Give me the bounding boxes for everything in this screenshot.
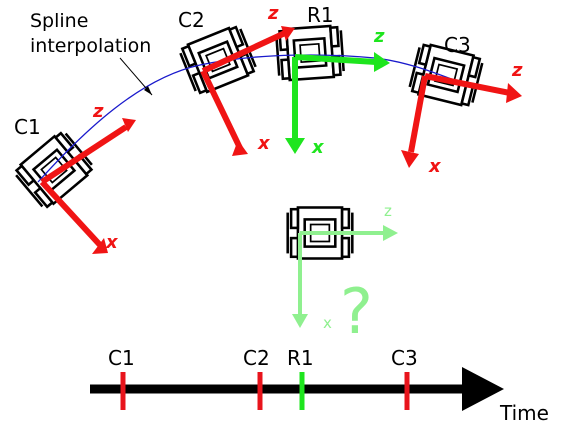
label-c1: C1: [14, 115, 41, 139]
timeline-label-c1: C1: [108, 346, 135, 370]
timeline-label-c3: C3: [391, 346, 418, 370]
timeline-label-c2: C2: [243, 346, 270, 370]
axis-label-c2-z: z: [267, 3, 279, 24]
axis-label-r1-z: z: [373, 26, 385, 47]
label-c2: C2: [178, 8, 205, 32]
frame-c2: [200, 26, 295, 156]
label-c3: C3: [444, 33, 471, 57]
axis-label-query-z: z: [384, 202, 392, 220]
timeline-arrowhead: [462, 367, 504, 411]
axis-label-c3-x: x: [428, 156, 442, 177]
frame-r1: [285, 52, 390, 154]
annotation-arrowhead: [144, 86, 152, 95]
spline-annotation-line2: interpolation: [30, 35, 151, 57]
axis-label-r1-x: x: [311, 137, 325, 158]
timeline-label-r1: R1: [287, 346, 314, 370]
axis-label-query-x: x: [323, 314, 332, 332]
robot-c2: [177, 22, 259, 98]
frame-query: [292, 225, 398, 328]
axis-label-c1-x: x: [105, 232, 119, 253]
frame-c1: [39, 118, 136, 254]
spline-annotation-line1: Spline: [30, 10, 88, 32]
axis-label-c1-z: z: [92, 101, 104, 122]
axis-label-c3-z: z: [511, 60, 523, 81]
question-mark: ?: [340, 275, 373, 348]
timeline-axis-label: Time: [499, 401, 549, 425]
timeline: C1 C2 R1 C3 Time: [90, 346, 549, 425]
axis-label-c2-x: x: [257, 133, 271, 154]
spline-curve: [37, 54, 471, 183]
label-r1: R1: [307, 3, 334, 27]
frame-c3: [401, 73, 522, 168]
